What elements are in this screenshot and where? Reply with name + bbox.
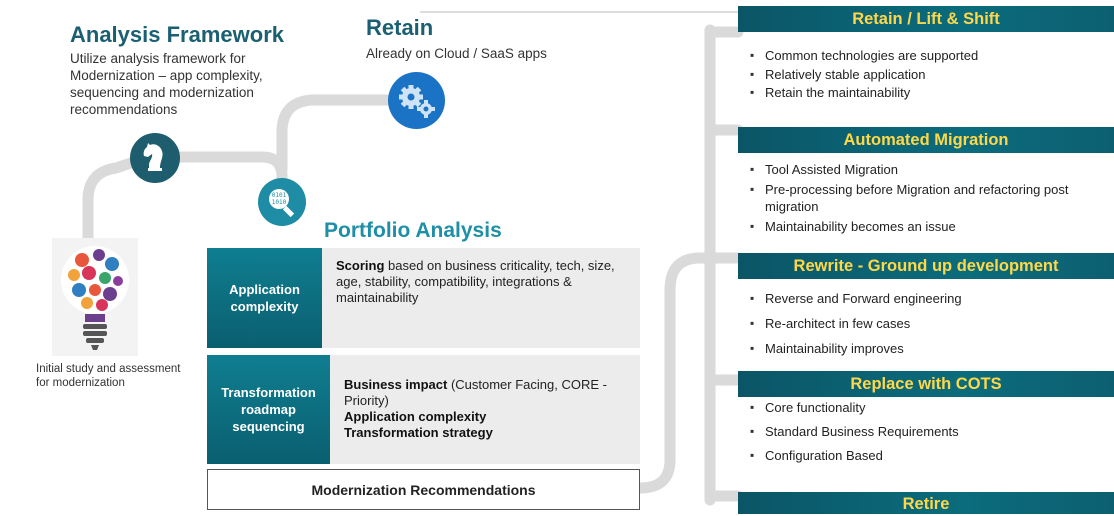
option-header: Replace with COTS <box>738 371 1114 397</box>
option-item: Retain the maintainability <box>750 85 1114 100</box>
pa-row-application-complexity: Application complexity Scoring based on … <box>207 248 640 348</box>
option-item: Common technologies are supported <box>750 48 1114 63</box>
pa-row-transformation-roadmap: Transformation roadmap sequencing Busine… <box>207 355 640 464</box>
svg-text:1010: 1010 <box>272 199 287 206</box>
modernization-recommendations-box: Modernization Recommendations <box>207 469 640 510</box>
pa-row-text: based on business criticality, tech, siz… <box>336 258 615 305</box>
option-replace-cots: Replace with COTS Core functionality Sta… <box>738 371 1114 463</box>
initial-study-caption: Initial study and assessment for moderni… <box>36 363 181 389</box>
option-item: Standard Business Requirements <box>750 424 1114 439</box>
pa-row-extra: Application complexity <box>344 409 487 424</box>
path-reco-to-options <box>634 252 744 494</box>
option-item: Re-architect in few cases <box>750 316 1114 331</box>
option-retain-lift-shift: Retain / Lift & Shift Common technologie… <box>738 6 1114 100</box>
option-header: Automated Migration <box>738 127 1114 153</box>
option-header: Retain / Lift & Shift <box>738 6 1114 32</box>
retain-description: Already on Cloud / SaaS apps <box>366 46 547 61</box>
option-item: Configuration Based <box>750 448 1114 463</box>
idea-bulb-icon <box>52 238 138 356</box>
path-bulb-to-framework <box>82 154 146 246</box>
option-header: Rewrite - Ground up development <box>738 253 1114 279</box>
pa-row-label: Application complexity <box>207 248 322 348</box>
portfolio-analysis-title: Portfolio Analysis <box>324 219 502 242</box>
binary-magnifier-icon: 0101 1010 <box>258 178 306 226</box>
retain-title: Retain <box>366 15 434 40</box>
option-item: Pre-processing before Migration and refa… <box>750 181 1114 215</box>
option-header: Retire <box>738 492 1114 514</box>
option-item: Reverse and Forward engineering <box>750 291 1114 306</box>
option-item: Maintainability improves <box>750 341 1114 356</box>
option-item: Relatively stable application <box>750 67 1114 82</box>
option-automated-migration: Automated Migration Tool Assisted Migrat… <box>738 127 1114 234</box>
option-item: Tool Assisted Migration <box>750 162 1114 177</box>
chess-knight-icon <box>130 133 180 183</box>
gears-icon <box>388 72 445 129</box>
pa-row-label: Transformation roadmap sequencing <box>207 355 330 464</box>
option-rewrite: Rewrite - Ground up development Reverse … <box>738 253 1114 356</box>
option-item: Maintainability becomes an issue <box>750 219 1114 234</box>
pa-row-text: (Customer Facing, CORE - Priority) <box>344 377 607 408</box>
option-retire: Retire <box>738 492 1114 514</box>
svg-text:0101: 0101 <box>272 192 287 199</box>
pa-row-description: Scoring based on business criticality, t… <box>322 248 640 348</box>
pa-row-bold: Scoring <box>336 258 385 273</box>
analysis-framework-title: Analysis Framework <box>70 22 284 47</box>
option-item: Core functionality <box>750 400 1114 415</box>
analysis-framework-description: Utilize analysis framework for Moderniza… <box>70 51 263 117</box>
pa-row-extra: Transformation strategy <box>344 425 493 440</box>
pa-row-description: Business impact (Customer Facing, CORE -… <box>330 355 640 464</box>
pa-row-bold: Business impact <box>344 377 448 392</box>
path-portfolio-to-retain <box>276 94 398 176</box>
